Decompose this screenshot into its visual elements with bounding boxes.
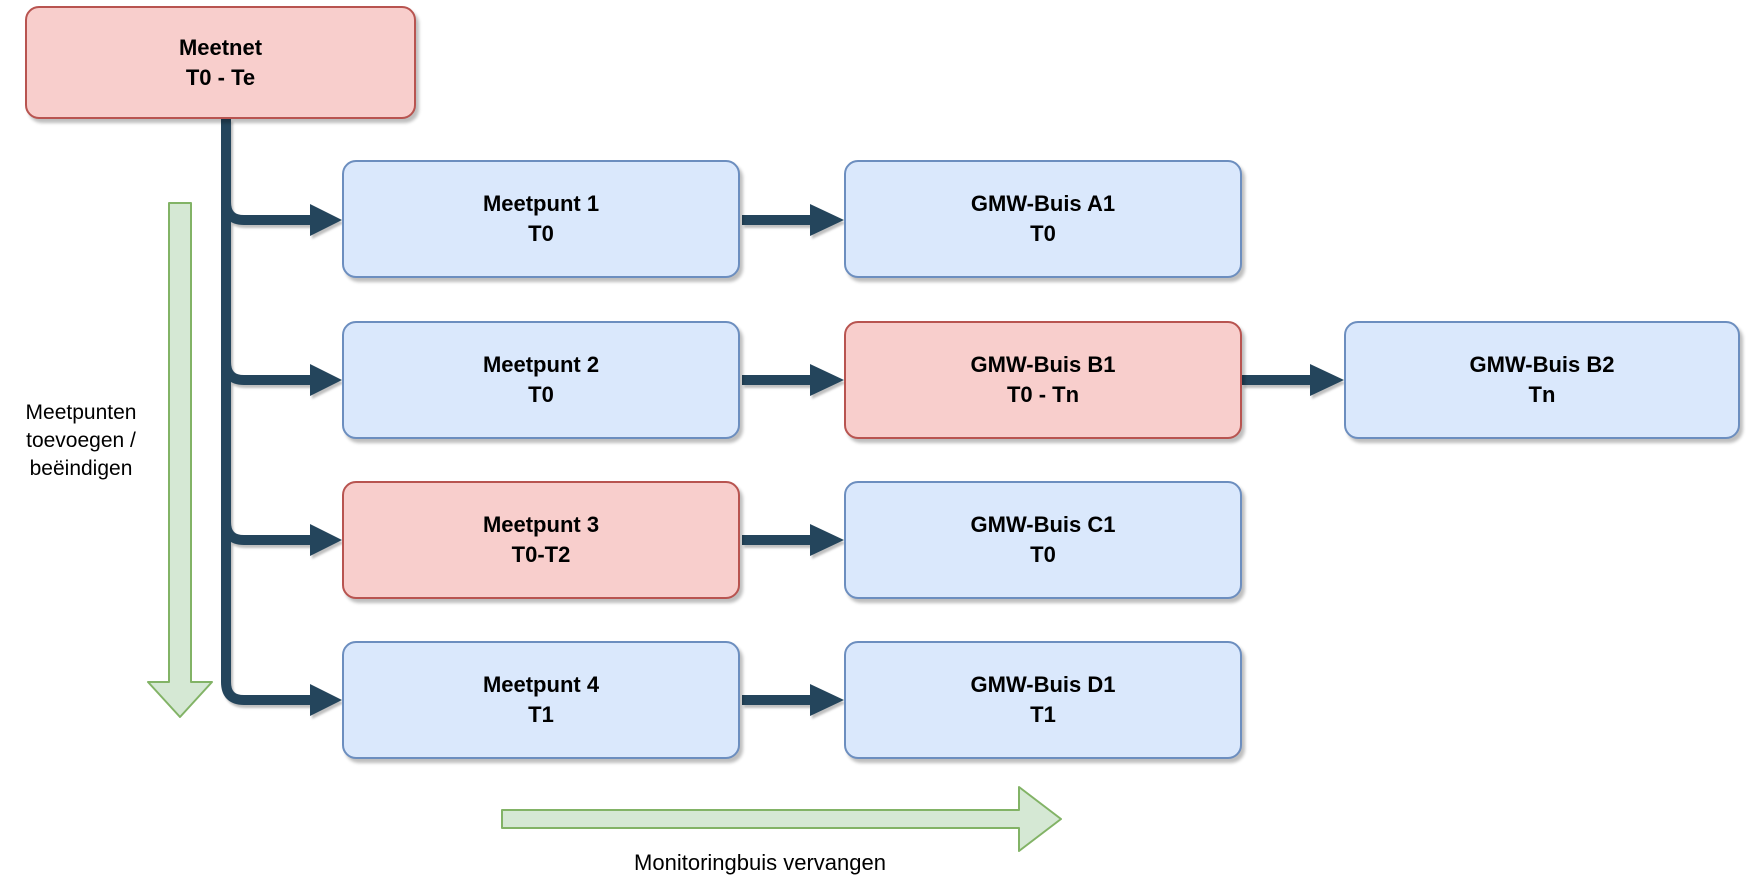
tree-branch-row3 — [221, 521, 312, 545]
node-meetpunt-3-period: T0-T2 — [511, 542, 571, 567]
node-gmw-buis-c1-period: T0 — [1030, 542, 1056, 567]
node-gmw-buis-b1-title: GMW-Buis B1 — [970, 352, 1116, 377]
node-meetpunt-1-title: Meetpunt 1 — [482, 191, 600, 216]
node-meetpunt-1-period: T0 — [528, 221, 554, 246]
arrowhead-gmwc1 — [810, 524, 844, 556]
arrowhead-gmwb1 — [810, 364, 844, 396]
node-meetnet-period: T0 - Te — [185, 64, 256, 90]
node-meetpunt-2-title: Meetpunt 2 — [482, 352, 600, 377]
node-meetnet: Meetnet T0 - Te — [25, 6, 416, 119]
node-meetpunt-4: Meetpunt 4 T1 — [342, 641, 740, 759]
right-arrow-icon — [501, 786, 1062, 852]
down-arrow-icon — [147, 202, 213, 718]
arrowhead-row1 — [310, 204, 342, 236]
node-gmw-buis-b2: GMW-Buis B2 Tn — [1344, 321, 1740, 439]
arrowhead-gmwd1 — [810, 684, 844, 716]
node-gmw-buis-b1-period: T0 - Tn — [1006, 382, 1080, 407]
node-meetpunt-2-period: T0 — [528, 382, 554, 407]
tree-branch-row1 — [221, 201, 312, 225]
node-gmw-buis-b2-period: Tn — [1528, 382, 1556, 407]
node-gmw-buis-d1-period: T1 — [1030, 702, 1056, 727]
arrowhead-gmwb2 — [1310, 364, 1344, 396]
node-meetpunt-4-title: Meetpunt 4 — [482, 672, 600, 697]
arrowhead-gmwa1 — [810, 204, 844, 236]
node-gmw-buis-d1-title: GMW-Buis D1 — [970, 672, 1116, 697]
arrowhead-row4 — [310, 684, 342, 716]
node-gmw-buis-c1: GMW-Buis C1 T0 — [844, 481, 1242, 599]
node-gmw-buis-d1: GMW-Buis D1 T1 — [844, 641, 1242, 759]
bottom-arrow-label: Monitoringbuis vervangen — [634, 850, 886, 875]
node-meetpunt-3-title: Meetpunt 3 — [482, 512, 600, 537]
node-gmw-buis-b2-title: GMW-Buis B2 — [1469, 352, 1615, 377]
node-gmw-buis-a1-period: T0 — [1030, 221, 1056, 246]
left-arrow-label: Meetpunten toevoegen / beëindigen — [25, 401, 137, 480]
node-meetpunt-1: Meetpunt 1 T0 — [342, 160, 740, 278]
tree-branch-row2 — [221, 361, 312, 385]
arrowhead-row3 — [310, 524, 342, 556]
tree-trunk — [221, 119, 312, 705]
node-meetnet-title: Meetnet — [178, 34, 263, 60]
node-gmw-buis-a1-title: GMW-Buis A1 — [970, 191, 1116, 216]
node-gmw-buis-b1: GMW-Buis B1 T0 - Tn — [844, 321, 1242, 439]
arrowhead-row2 — [310, 364, 342, 396]
link-arrows — [742, 204, 1344, 716]
node-gmw-buis-a1: GMW-Buis A1 T0 — [844, 160, 1242, 278]
node-gmw-buis-c1-title: GMW-Buis C1 — [970, 512, 1116, 537]
meetnet-tree-connector — [221, 119, 342, 716]
node-meetpunt-4-period: T1 — [528, 702, 554, 727]
node-meetpunt-3: Meetpunt 3 T0-T2 — [342, 481, 740, 599]
node-meetpunt-2: Meetpunt 2 T0 — [342, 321, 740, 439]
